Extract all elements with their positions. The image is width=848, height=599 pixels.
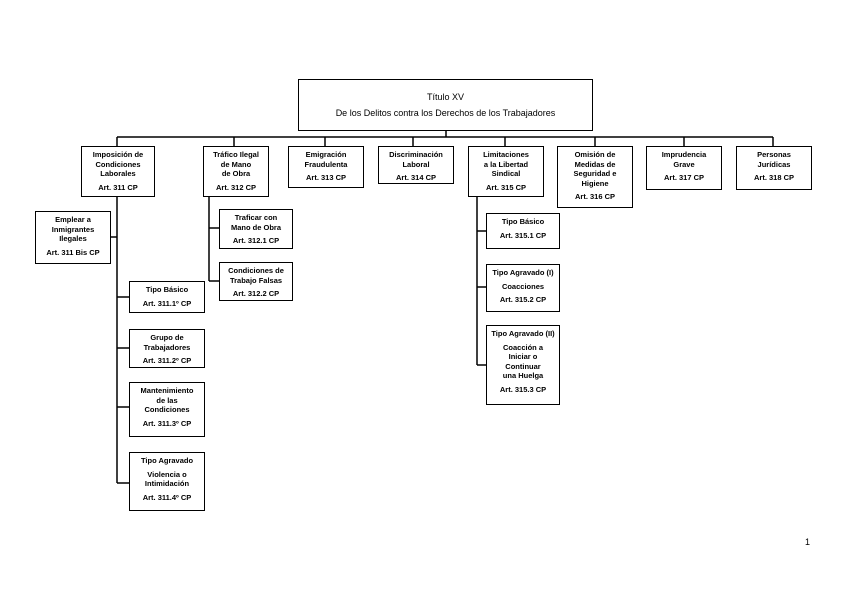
root-title: Título XV <box>426 92 464 102</box>
node-art-315: Limitaciones a la Libertad Sindical Art.… <box>468 146 544 197</box>
node-art-311-2: Grupo de Trabajadores Art. 311.2º CP <box>129 329 205 368</box>
node-art-315-3: Tipo Agravado (II) Coacción a Iniciar o … <box>486 325 560 405</box>
node-art-311-1: Tipo Básico Art. 311.1º CP <box>129 281 205 313</box>
node-art-318: Personas Jurídicas Art. 318 CP <box>736 146 812 190</box>
node-art-312-2: Condiciones de Trabajo Falsas Art. 312.2… <box>219 262 293 301</box>
node-art-317: Imprudencia Grave Art. 317 CP <box>646 146 722 190</box>
node-art-311-3: Mantenimiento de las Condiciones Art. 31… <box>129 382 205 437</box>
node-art-312-1: Traficar con Mano de Obra Art. 312.1 CP <box>219 209 293 249</box>
root-subtitle: De los Delitos contra los Derechos de lo… <box>335 108 556 118</box>
node-art-314: Discriminación Laboral Art. 314 CP <box>378 146 454 184</box>
node-art-311: Imposición de Condiciones Laborales Art.… <box>81 146 155 197</box>
node-art-311-bis: Emplear a Inmigrantes Ilegales Art. 311 … <box>35 211 111 264</box>
node-art-315-2: Tipo Agravado (I) Coacciones Art. 315.2 … <box>486 264 560 312</box>
node-art-311-4: Tipo Agravado Violencia o Intimidación A… <box>129 452 205 511</box>
root-title-box: Título XV De los Delitos contra los Dere… <box>298 79 593 131</box>
page-number: 1 <box>805 537 811 547</box>
node-art-312: Tráfico Ilegal de Mano de Obra Art. 312 … <box>203 146 269 197</box>
node-art-315-1: Tipo Básico Art. 315.1 CP <box>486 213 560 249</box>
node-art-316: Omisión de Medidas de Seguridad e Higien… <box>557 146 633 208</box>
node-art-313: Emigración Fraudulenta Art. 313 CP <box>288 146 364 188</box>
